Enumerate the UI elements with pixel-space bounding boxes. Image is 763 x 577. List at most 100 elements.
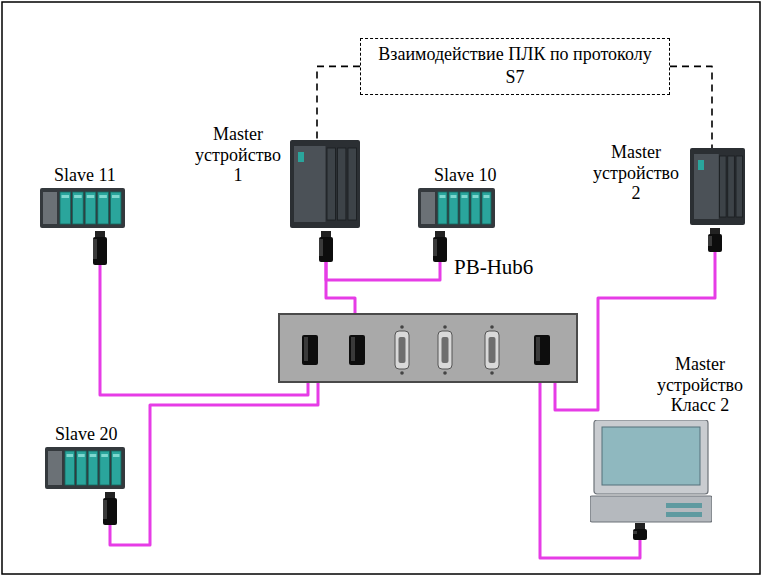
io-module (449, 192, 458, 224)
io-module-led (74, 195, 82, 198)
db9-socket (442, 337, 449, 363)
plc-body (690, 148, 745, 225)
profibus-cable (110, 383, 318, 545)
master-picture (690, 148, 745, 252)
plc-module (338, 148, 346, 220)
monitor-frame (594, 420, 708, 494)
drive-slot (666, 512, 702, 517)
connector-shade (319, 239, 323, 256)
io-module-led (78, 454, 85, 457)
device-label: Slave 11 (54, 165, 116, 186)
power-module (48, 451, 62, 485)
io-module-led (99, 195, 107, 198)
connector-shade (103, 500, 107, 519)
plc-module (348, 148, 356, 220)
plug-shade (351, 337, 355, 361)
connector-neck (95, 231, 105, 237)
s7-link-dashed (317, 66, 360, 140)
bus-connector (633, 523, 647, 540)
slave-picture (418, 188, 495, 262)
bus-connector (319, 231, 333, 262)
device-label: Master устройство 1 (190, 124, 286, 186)
rack-body (40, 188, 125, 228)
plugged-port (534, 335, 550, 365)
plc-module (728, 156, 735, 217)
device-label: Slave 10 (434, 165, 497, 186)
plug-shade (304, 337, 308, 361)
connector-body (633, 529, 647, 540)
plc-module (736, 156, 743, 217)
hub-picture (280, 315, 580, 385)
io-module-led (473, 195, 479, 198)
db9-socket (489, 337, 496, 363)
plc-body (290, 140, 360, 228)
connector-body (103, 498, 117, 525)
connector-shade (93, 239, 97, 259)
io-module (77, 451, 87, 485)
connector-shade (708, 236, 712, 246)
db9-screw (490, 371, 494, 375)
plug-shade (536, 337, 540, 361)
db9-screw (400, 371, 404, 375)
rack-body (45, 447, 125, 489)
master-plc: Master устройство 2 (690, 148, 745, 252)
plugged-port (349, 335, 365, 365)
io-module (460, 192, 469, 224)
io-module-led (101, 454, 108, 457)
connector-shade (633, 531, 637, 534)
io-module (60, 192, 71, 224)
connector-neck (321, 231, 331, 237)
s7-link-dashed (670, 66, 712, 148)
power-module (421, 192, 435, 224)
io-module (110, 192, 121, 224)
rack-body (418, 188, 495, 228)
monitor-screen (602, 427, 700, 485)
device-label: PB-Hub6 (452, 255, 535, 279)
db9-screw (443, 325, 447, 329)
slave-device: Slave 11 (40, 188, 125, 265)
cpu-cover (294, 146, 326, 222)
bus-connector (93, 231, 107, 265)
master-plc: Master устройство 1 (290, 140, 360, 262)
connector-body (93, 237, 107, 265)
connector-body (708, 234, 722, 252)
pc-picture (590, 420, 712, 540)
io-module-led (62, 195, 70, 198)
io-module (111, 451, 121, 485)
db9-port (485, 331, 499, 369)
slave-device: Slave 20 (45, 447, 125, 525)
pc-workstation: Master устройство Класс 2 (590, 420, 712, 540)
db9-port (395, 331, 409, 369)
connector-neck (635, 523, 645, 529)
plc-module (720, 156, 727, 217)
note-text: Взаимодействие ПЛК по протоколу S7 (375, 43, 655, 90)
connector-neck (105, 492, 115, 498)
connector-body (319, 237, 333, 262)
dashed-note-box: Взаимодействие ПЛК по протоколу S7 (360, 38, 670, 95)
power-module (43, 192, 57, 224)
bus-connector (103, 492, 117, 525)
device-label: Master устройство 2 (588, 142, 684, 204)
profibus-cable (326, 262, 440, 280)
db9-screw (400, 325, 404, 329)
io-module (471, 192, 480, 224)
connector-body (433, 237, 447, 262)
connector-neck (435, 231, 445, 237)
db9-port (438, 331, 452, 369)
io-module (88, 451, 98, 485)
drive-slot (666, 503, 702, 508)
master-picture (290, 140, 360, 262)
device-label: Master устройство Класс 2 (650, 354, 750, 416)
io-module-led (440, 195, 446, 198)
bus-connector (708, 228, 722, 252)
cpu-led (698, 160, 704, 170)
slave-picture (45, 447, 125, 525)
io-module (73, 192, 84, 224)
io-module (100, 451, 110, 485)
db9-screw (490, 325, 494, 329)
bus-connector (433, 231, 447, 262)
io-module-led (87, 195, 95, 198)
io-module (438, 192, 447, 224)
